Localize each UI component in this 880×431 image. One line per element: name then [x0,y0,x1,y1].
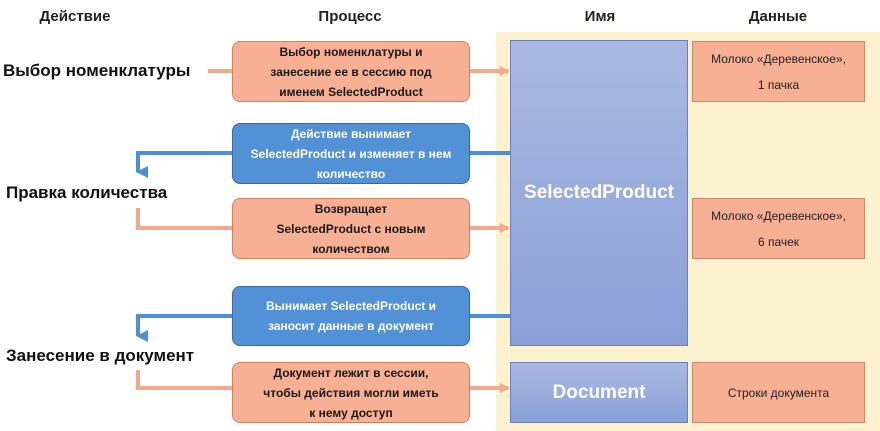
process-text: Вынимает SelectedProduct и заносит данны… [265,299,437,333]
data-value-text: Молоко «Деревенское», 6 пачек [711,208,846,249]
process-box-return: Возвращает SelectedProduct с новым колич… [232,198,470,259]
header-process: Процесс [318,8,382,25]
name-selectedproduct-label: SelectedProduct [524,182,674,203]
process-box-document: Документ лежит в сессии, чтобы действия … [232,362,470,423]
name-document: Document [510,362,688,423]
data-value-text: Строки документа [727,385,830,400]
process-box-take-document: Вынимает SelectedProduct и заносит данны… [232,286,470,346]
data-value-text: Молоко «Деревенское», 1 пачка [711,51,846,92]
process-text: Действие вынимает SelectedProduct и изме… [250,126,452,181]
name-selectedproduct: SelectedProduct [510,40,688,346]
data-value-document: Строки документа [692,362,865,423]
header-name: Имя [584,8,616,25]
process-text: Выбор номенклатуры и занесение ее в сесс… [270,44,432,99]
process-text: Возвращает SelectedProduct с новым колич… [276,201,426,256]
action-add-to-document: Занесение в документ [6,346,195,365]
data-value-updated: Молоко «Деревенское», 6 пачек [692,198,865,259]
name-document-label: Document [552,381,646,403]
header-data: Данные [748,8,808,25]
action-edit-quantity: Правка количества [6,183,168,202]
process-box-select: Выбор номенклатуры и занесение ее в сесс… [232,41,470,102]
action-select-item: Выбор номенклатуры [3,61,191,80]
process-text: Документ лежит в сессии, чтобы действия … [263,365,439,420]
header-action: Действие [39,8,111,25]
process-box-take-edit: Действие вынимает SelectedProduct и изме… [232,123,470,184]
data-value-initial: Молоко «Деревенское», 1 пачка [692,41,865,102]
